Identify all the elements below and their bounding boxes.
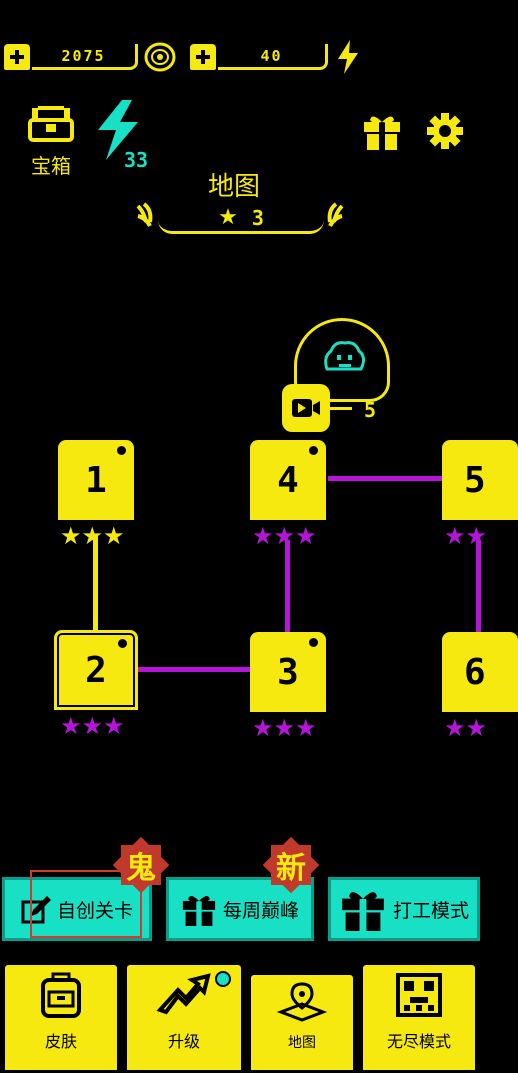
video-ad-button[interactable] <box>282 384 330 432</box>
tab-label: 皮肤 <box>44 1032 77 1051</box>
level-node-3[interactable]: 3 ★★★ <box>250 632 326 740</box>
gift-icon <box>182 895 216 926</box>
path-2-3 <box>138 667 250 672</box>
path-4-5 <box>328 476 442 481</box>
tab-skins[interactable]: 皮肤 <box>2 962 120 1073</box>
notification-dot <box>215 971 231 987</box>
weekly-peak-label: 每周巅峰 <box>222 899 299 922</box>
gift-icon <box>342 892 384 931</box>
pencil-edit-icon <box>21 896 51 924</box>
energy-counter: 40 <box>218 44 328 70</box>
level-number: 5 <box>464 459 486 501</box>
map-stars-count: 3 <box>251 205 264 230</box>
backpack-icon <box>41 972 81 1018</box>
level-stars: ★★★ <box>60 522 125 550</box>
level-number: 4 <box>277 459 299 501</box>
video-camera-icon <box>292 399 320 417</box>
laurel-left-icon <box>134 200 164 230</box>
level-number: 2 <box>85 649 107 691</box>
tab-label: 地图 <box>288 1035 316 1051</box>
chest-label: 宝箱 <box>31 154 71 178</box>
tab-label: 无尽模式 <box>386 1032 451 1051</box>
tab-upgrade[interactable]: 升级 <box>124 962 244 1073</box>
level-number: 3 <box>277 651 299 693</box>
lightning-count: 33 <box>124 148 149 172</box>
custom-level-label: 自创关卡 <box>56 899 133 922</box>
chest-button[interactable]: 宝箱 <box>24 104 78 180</box>
laurel-right-icon <box>316 200 346 230</box>
chest-icon <box>28 106 74 142</box>
path-3-4 <box>285 540 290 634</box>
map-pin-icon <box>276 982 328 1022</box>
coin-counter: 2075 <box>32 44 138 70</box>
ghost-bubble[interactable] <box>294 318 390 402</box>
upgrade-arrow-icon <box>156 973 211 1015</box>
settings-gear-icon[interactable] <box>426 112 464 150</box>
gift-icon[interactable] <box>362 112 402 150</box>
level-node-5[interactable]: 5 ★★ <box>442 440 518 550</box>
tab-map[interactable]: 地图 <box>248 972 356 1073</box>
work-mode-label: 打工模式 <box>392 899 469 922</box>
new-badge: 新 <box>262 836 320 894</box>
work-mode-button[interactable]: 打工模式 <box>328 877 480 941</box>
level-stars: ★★ <box>444 714 488 742</box>
custom-level-button[interactable]: 自创关卡 <box>2 877 152 941</box>
video-reward-count: 5 <box>364 398 377 422</box>
coin-icon <box>144 42 176 72</box>
level-node-2[interactable]: 2 ★★★ <box>54 630 138 738</box>
skull-pattern-icon <box>396 973 442 1017</box>
star-icon: ★ <box>218 205 238 230</box>
path-5-6 <box>476 540 481 634</box>
path-1-2 <box>93 534 98 634</box>
level-stars: ★★ <box>444 522 488 550</box>
level-stars: ★★★ <box>252 522 317 550</box>
lightning-icon <box>336 40 360 74</box>
level-stars: ★★★ <box>60 712 125 740</box>
add-coins-button[interactable] <box>4 44 30 70</box>
tab-endless[interactable]: 无尽模式 <box>360 962 478 1073</box>
map-stars-plate: ★ 3 <box>158 204 324 234</box>
highlight-box <box>30 870 142 938</box>
plus-icon <box>10 50 24 64</box>
level-node-4[interactable]: 4 ★★★ <box>250 440 326 548</box>
ghost-icon <box>324 341 366 371</box>
level-number: 6 <box>464 651 486 693</box>
level-stars: ★★★ <box>252 714 317 742</box>
tab-label: 升级 <box>167 1032 200 1051</box>
ghost-badge: 鬼 <box>112 836 170 894</box>
bubble-connector <box>330 407 352 410</box>
teal-lightning-icon[interactable] <box>92 100 142 162</box>
level-node-1[interactable]: 1 ★★★ <box>58 440 134 548</box>
plus-icon <box>196 50 210 64</box>
level-node-6[interactable]: 6 ★★ <box>442 632 518 742</box>
level-number: 1 <box>85 459 107 501</box>
map-title: 地图 <box>208 172 261 202</box>
add-energy-button[interactable] <box>190 44 216 70</box>
